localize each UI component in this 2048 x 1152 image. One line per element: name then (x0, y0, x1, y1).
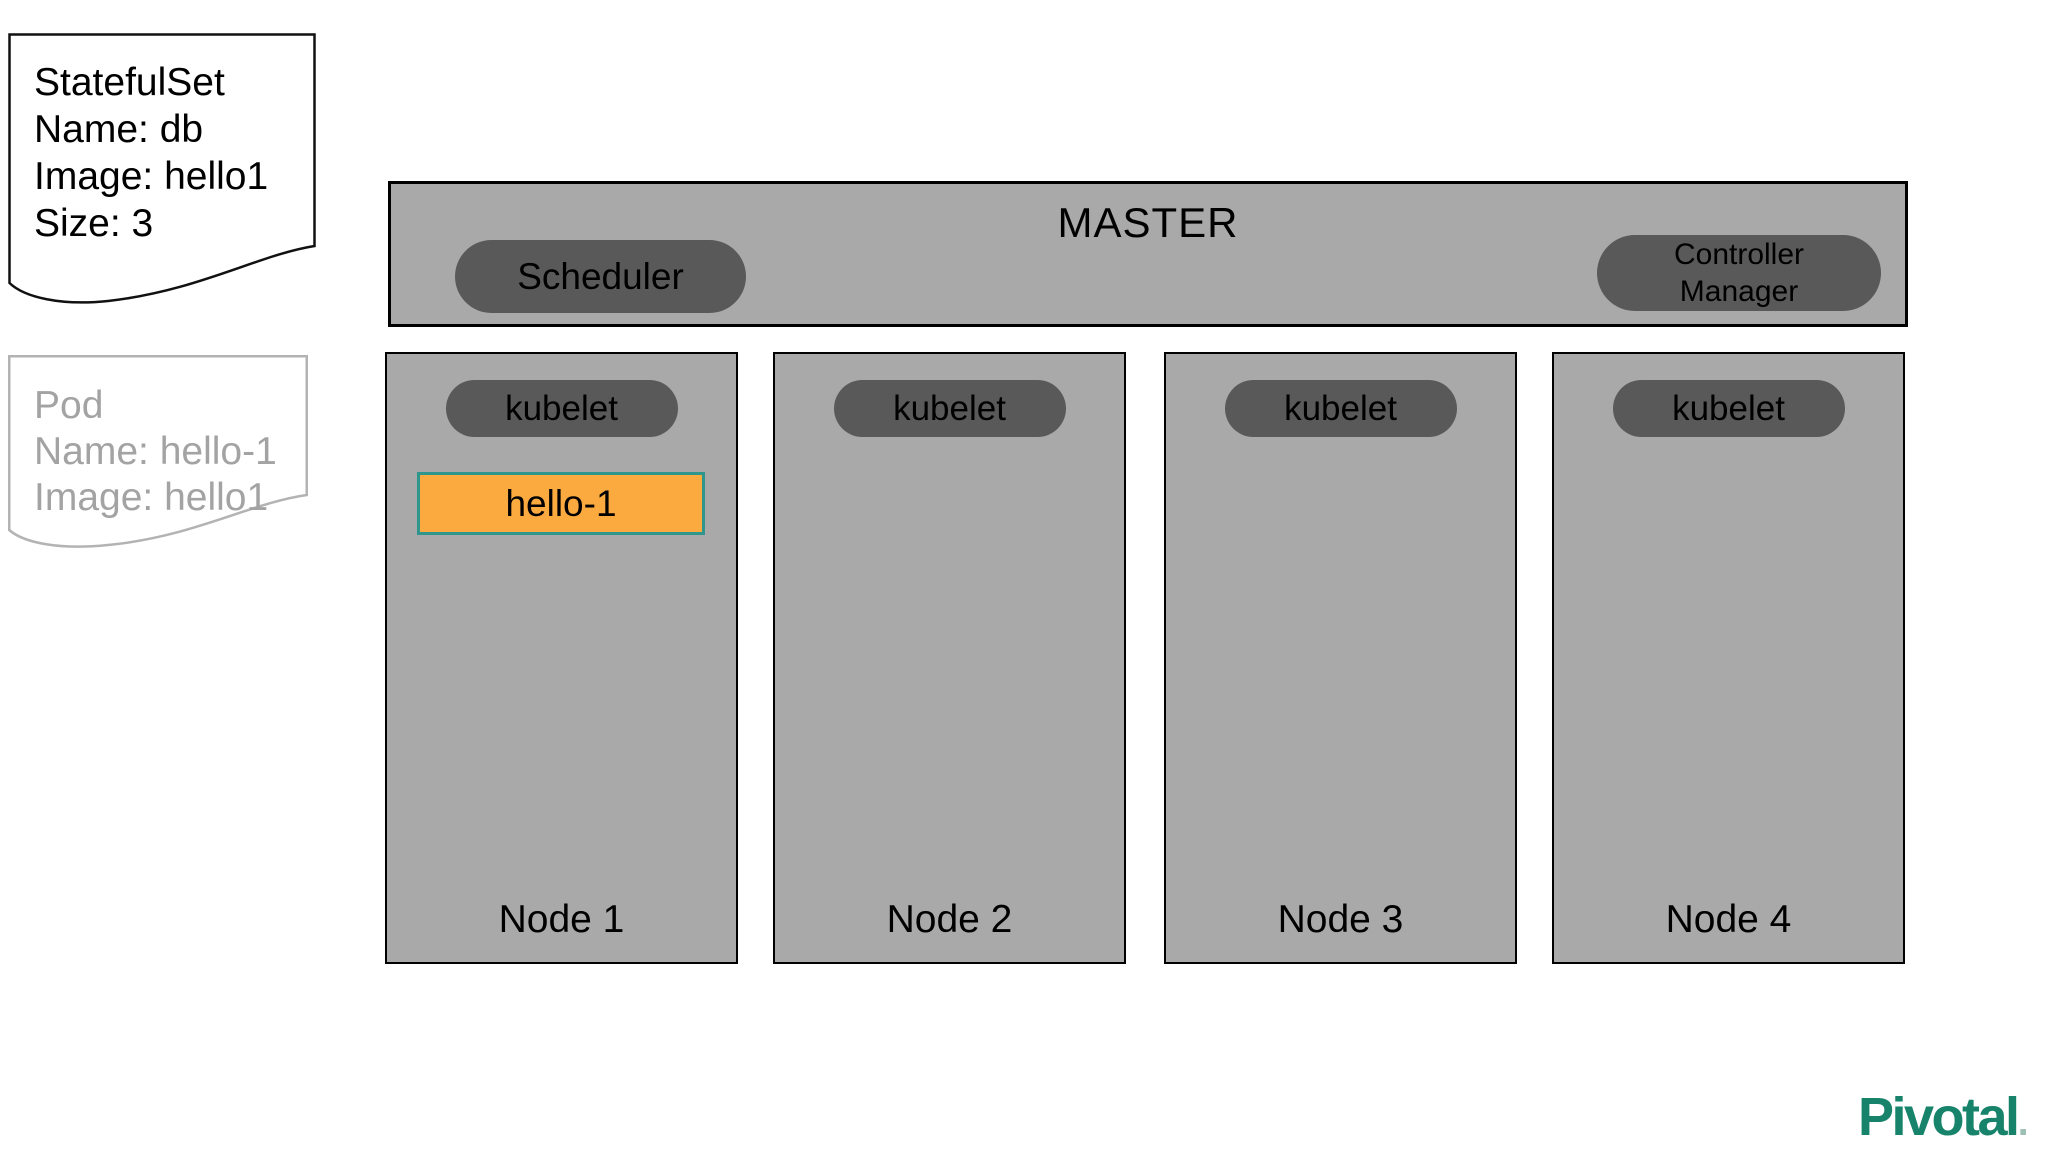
pivotal-logo: Pivotal. (1858, 1086, 2029, 1148)
kubelet-label: kubelet (505, 388, 618, 428)
node-box-3: kubelet Node 3 (1164, 352, 1517, 964)
node-label-3: Node 3 (1277, 898, 1404, 941)
kubelet-label: kubelet (1672, 388, 1785, 428)
pod-box-label: hello-1 (505, 482, 617, 524)
pod-box-hello-1: hello-1 (417, 472, 705, 535)
pivotal-logo-text: Pivotal (1858, 1087, 2020, 1147)
pivotal-logo-dot: . (2017, 1100, 2029, 1144)
node-box-1: kubelet hello-1 Node 1 (385, 352, 738, 964)
master-box: MASTER Scheduler Controller Manager (388, 181, 1908, 327)
master-title: MASTER (1057, 199, 1239, 246)
kubelet-pill: kubelet (1224, 380, 1457, 437)
kubelet-pill: kubelet (1612, 380, 1845, 437)
kubelet-label: kubelet (1284, 388, 1397, 428)
document-shape-icon (8, 355, 308, 548)
kubelet-label: kubelet (893, 388, 1006, 428)
node-label-2: Node 2 (886, 898, 1013, 941)
pod-note: Pod Name: hello-1 Image: hello1 (8, 355, 308, 560)
statefulset-note: StatefulSet Name: db Image: hello1 Size:… (8, 33, 316, 313)
node-label-4: Node 4 (1665, 898, 1792, 941)
kubelet-pill: kubelet (445, 380, 678, 437)
pod-note-line-title: Pod (34, 384, 104, 427)
statefulset-note-line-size: Size: 3 (34, 202, 154, 245)
statefulset-note-line-title: StatefulSet (34, 61, 225, 104)
pod-note-line-image: Image: hello1 (34, 476, 269, 519)
pod-note-text: Pod Name: hello-1 Image: hello1 (34, 383, 277, 521)
kubelet-pill: kubelet (833, 380, 1066, 437)
statefulset-note-text: StatefulSet Name: db Image: hello1 Size:… (34, 59, 268, 247)
pod-note-line-name: Name: hello-1 (34, 430, 277, 473)
controller-manager-label: Controller Manager (1673, 238, 1805, 308)
node-box-4: kubelet Node 4 (1552, 352, 1905, 964)
scheduler-label: Scheduler (517, 255, 684, 297)
controller-manager-pill: Controller Manager (1597, 235, 1881, 311)
document-shape-icon (8, 33, 316, 304)
statefulset-note-line-image: Image: hello1 (34, 155, 269, 198)
node-label-1: Node 1 (498, 898, 625, 941)
statefulset-note-line-name: Name: db (34, 108, 204, 151)
scheduler-pill: Scheduler (455, 240, 746, 313)
node-box-2: kubelet Node 2 (773, 352, 1126, 964)
